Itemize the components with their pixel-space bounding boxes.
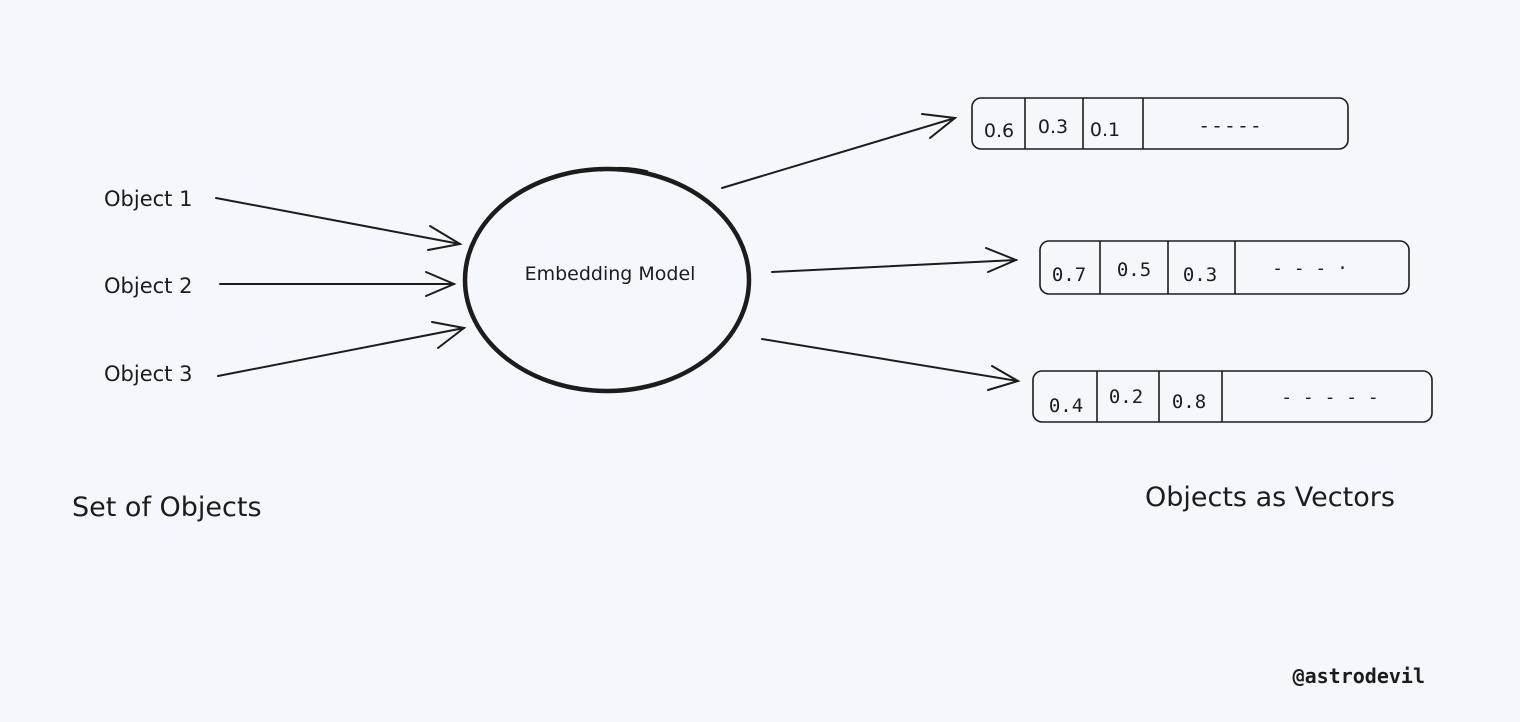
- vector-1: 0.6 0.3 0.1 - - - - -: [971, 97, 1349, 150]
- object-label-2: Object 2: [104, 274, 192, 298]
- vector-2-ellipsis: - - - ·: [1272, 258, 1348, 279]
- vector-3-value-1: 0.4: [1049, 395, 1083, 417]
- vector-3-box: [1032, 370, 1433, 423]
- vector-2: 0.7 0.5 0.3 - - - ·: [1039, 240, 1410, 295]
- arrow-vector-1: [721, 113, 958, 189]
- vector-1-ellipsis: - - - - -: [1201, 115, 1259, 137]
- vector-2-value-1: 0.7: [1052, 264, 1086, 286]
- vector-3-value-2: 0.2: [1109, 386, 1143, 408]
- right-caption: Objects as Vectors: [1145, 482, 1395, 513]
- arrow-vector-2: [771, 247, 1019, 273]
- vector-1-value-3: 0.1: [1090, 119, 1120, 141]
- object-label-3: Object 3: [104, 362, 192, 386]
- vector-3-ellipsis: - - - - -: [1281, 387, 1379, 408]
- vector-1-value-2: 0.3: [1038, 116, 1068, 138]
- circle-overlap-stroke: [599, 166, 649, 174]
- object-label-1: Object 1: [104, 187, 192, 211]
- left-caption: Set of Objects: [72, 492, 262, 523]
- arrow-object-2: [219, 271, 457, 297]
- credit-handle: @astrodevil: [1293, 664, 1425, 688]
- vector-2-value-3: 0.3: [1183, 264, 1217, 286]
- vector-2-value-2: 0.5: [1117, 259, 1151, 281]
- arrow-vector-3: [761, 338, 1021, 391]
- arrow-object-1: [215, 197, 463, 251]
- arrow-object-3: [217, 321, 467, 377]
- vector-3-value-3: 0.8: [1172, 391, 1206, 413]
- embedding-model-label: Embedding Model: [525, 263, 696, 285]
- vector-1-value-1: 0.6: [984, 120, 1014, 142]
- vector-1-box: [971, 97, 1349, 150]
- vector-3: 0.4 0.2 0.8 - - - - -: [1032, 370, 1433, 423]
- vector-2-box: [1039, 240, 1410, 295]
